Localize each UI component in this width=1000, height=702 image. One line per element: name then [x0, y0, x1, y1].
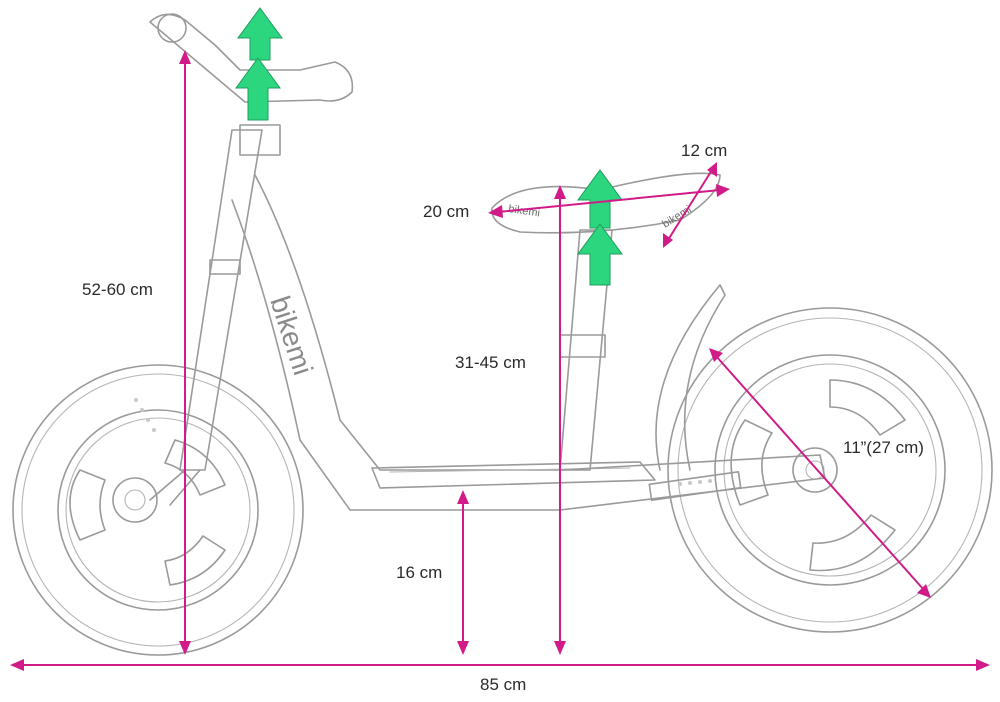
footrest-height-dimension — [457, 490, 469, 655]
total-length-label: 85 cm — [480, 675, 527, 694]
wheel-size-label: 11”(27 cm) — [843, 438, 924, 457]
seat-height-dimension — [554, 185, 566, 655]
footrest-height-label: 16 cm — [396, 563, 443, 582]
seat-length-dimension — [488, 184, 730, 218]
frame-brand-text: bikemi — [264, 292, 318, 379]
wheel-size-dimension — [709, 348, 931, 598]
rear-wheel — [667, 307, 993, 633]
seat-width-dimension — [663, 162, 717, 248]
total-length-dimension — [10, 659, 990, 671]
seat-width-label: 12 cm — [681, 141, 728, 160]
handlebar-height-label: 52-60 cm — [82, 280, 153, 299]
seat-height-label: 31-45 cm — [455, 353, 526, 372]
seat-brand-text: bikemi — [508, 203, 541, 219]
seat-length-label: 20 cm — [423, 202, 470, 221]
handlebar-height-dimension — [179, 50, 191, 655]
handlebar-adjust-arrow-icon — [235, 7, 283, 121]
front-wheel — [12, 364, 304, 656]
